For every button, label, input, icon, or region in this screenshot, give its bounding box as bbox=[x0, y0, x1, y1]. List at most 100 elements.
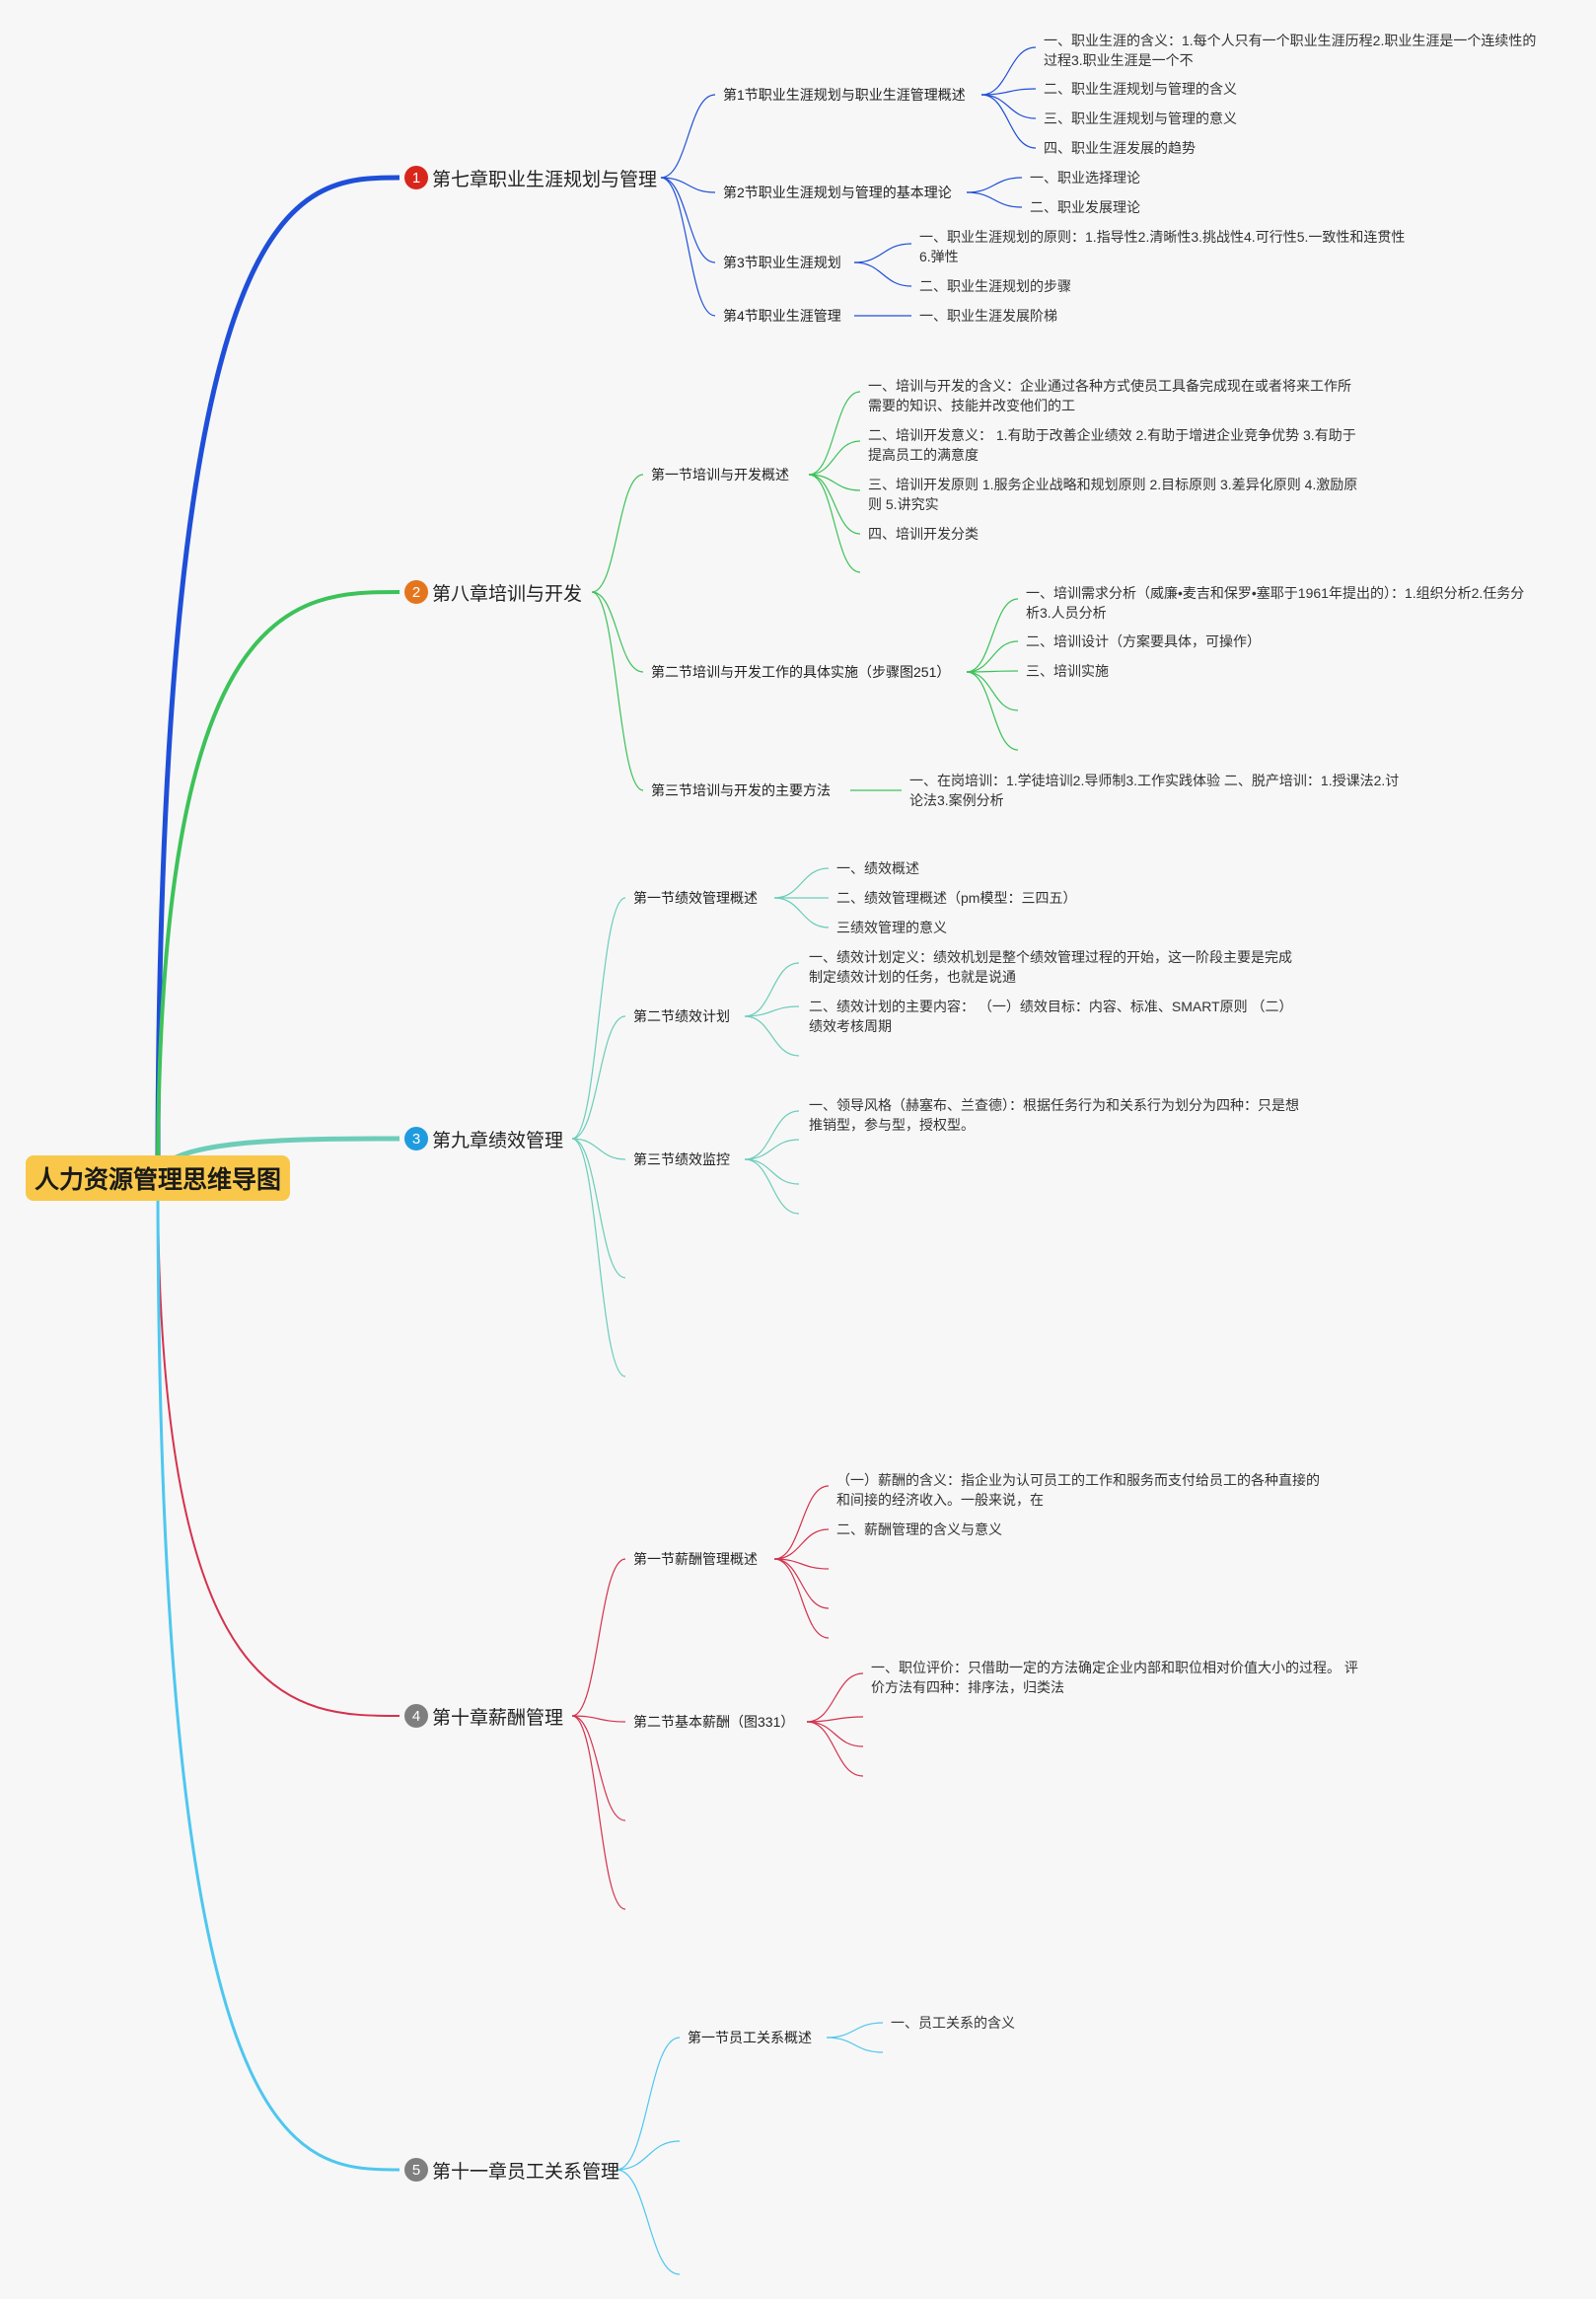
leaf-branch-line bbox=[773, 867, 830, 899]
leaf-branch-line bbox=[808, 440, 861, 476]
leaf-topic[interactable]: 三、培训开发原则 1.服务企业战略和规划原则 2.目标原则 3.差异化原则 4.… bbox=[868, 477, 1358, 512]
section-topic[interactable]: 第一节薪酬管理概述 bbox=[633, 1551, 758, 1567]
section-topic[interactable]: 第1节职业生涯规划与职业生涯管理概述 bbox=[723, 87, 966, 103]
leaf-branch-line bbox=[808, 474, 861, 491]
leaf-branch-line bbox=[966, 670, 1019, 673]
leaf-branch-line bbox=[773, 1558, 830, 1609]
leaf-branch-line bbox=[773, 1485, 830, 1560]
leaf-branch-line bbox=[744, 1110, 800, 1160]
section-branch-line bbox=[591, 591, 644, 673]
number-badge-icon: 4 bbox=[404, 1704, 428, 1728]
chapter-9-topic[interactable]: 3 第九章绩效管理 bbox=[404, 1121, 563, 1156]
chapter-11-topic[interactable]: 5 第十一章员工关系管理 bbox=[404, 2152, 619, 2188]
section-topic[interactable]: 第三节培训与开发的主要方法 bbox=[651, 782, 831, 798]
leaf-branch-line bbox=[966, 671, 1019, 711]
chapter-7-topic[interactable]: 1 第七章职业生涯规划与管理 bbox=[404, 160, 657, 195]
leaf-branch-line bbox=[806, 1672, 864, 1723]
chapter-label: 第九章绩效管理 bbox=[432, 1130, 564, 1151]
leaf-branch-line bbox=[744, 1158, 800, 1185]
section-topic[interactable]: 第二节培训与开发工作的具体实施（步骤图251） bbox=[651, 664, 951, 680]
leaf-topic[interactable]: 一、职业生涯发展阶梯 bbox=[919, 308, 1057, 324]
section-branch-line bbox=[660, 177, 716, 317]
leaf-branch-line bbox=[808, 391, 861, 476]
section-branch-line bbox=[591, 474, 644, 593]
section-branch-line bbox=[571, 1715, 626, 1910]
section-branch-line bbox=[571, 1715, 626, 1723]
chapter-10-topic[interactable]: 4 第十章薪酬管理 bbox=[404, 1698, 563, 1734]
leaf-branch-line bbox=[853, 261, 912, 287]
chapter-8-topic[interactable]: 2 第八章培训与开发 bbox=[404, 574, 582, 610]
leaf-topic[interactable]: 一、培训需求分析（威廉•麦吉和保罗•塞耶于1961年提出的）：1.组织分析2.任… bbox=[1026, 585, 1525, 621]
chapter-branch-line bbox=[156, 590, 400, 1179]
leaf-topic[interactable]: 三绩效管理的意义 bbox=[836, 920, 947, 935]
root-topic[interactable]: 人力资源管理思维导图 bbox=[26, 1155, 290, 1201]
section-branch-line bbox=[571, 1558, 626, 1717]
chapter-branch-line bbox=[155, 175, 400, 1179]
leaf-topic[interactable]: 一、职业生涯规划的原则：1.指导性2.清晰性3.挑战性4.可行性5.一致性和连贯… bbox=[919, 229, 1406, 264]
section-branch-line bbox=[616, 2169, 681, 2275]
leaf-branch-line bbox=[853, 243, 912, 263]
leaf-topic[interactable]: 二、培训设计（方案要具体，可操作） bbox=[1026, 633, 1261, 649]
leaf-topic[interactable]: （一）薪酬的含义：指企业为认可员工的工作和服务而支付给员工的各种直接的和间接的经… bbox=[836, 1472, 1320, 1508]
leaf-topic[interactable]: 三、培训实施 bbox=[1026, 663, 1109, 679]
leaf-topic[interactable]: 四、培训开发分类 bbox=[868, 526, 979, 542]
leaf-topic[interactable]: 一、职业选择理论 bbox=[1030, 170, 1140, 185]
leaf-branch-line bbox=[773, 1558, 830, 1639]
leaf-topic[interactable]: 二、薪酬管理的含义与意义 bbox=[836, 1521, 1002, 1537]
section-topic[interactable]: 第二节绩效计划 bbox=[633, 1008, 730, 1024]
number-badge-icon: 1 bbox=[404, 166, 428, 189]
section-branch-line bbox=[660, 177, 716, 193]
leaf-branch-line bbox=[806, 1721, 864, 1747]
section-topic[interactable]: 第一节员工关系概述 bbox=[688, 2030, 812, 2045]
section-branch-line bbox=[616, 2140, 681, 2171]
leaf-topic[interactable]: 二、绩效计划的主要内容： （一）绩效目标：内容、标准、SMART原则 （二）绩效… bbox=[809, 999, 1293, 1034]
chapter-label: 第十章薪酬管理 bbox=[432, 1707, 564, 1729]
section-branch-line bbox=[571, 1138, 626, 1279]
chapter-label: 第八章培训与开发 bbox=[432, 583, 583, 605]
section-topic[interactable]: 第3节职业生涯规划 bbox=[723, 255, 841, 270]
leaf-topic[interactable]: 一、领导风格（赫塞布、兰查德）：根据任务行为和关系行为划分为四种：只是想推销型，… bbox=[809, 1097, 1299, 1133]
section-topic[interactable]: 第4节职业生涯管理 bbox=[723, 308, 841, 324]
leaf-branch-line bbox=[966, 191, 1023, 208]
section-topic[interactable]: 第二节基本薪酬（图331） bbox=[633, 1714, 795, 1730]
leaf-topic[interactable]: 一、职业生涯的含义：1.每个人只有一个职业生涯历程2.职业生涯是一个连续性的过程… bbox=[1044, 33, 1537, 68]
leaf-topic[interactable]: 一、培训与开发的含义：企业通过各种方式使员工具备完成现在或者将来工作所需要的知识… bbox=[868, 378, 1351, 413]
chapter-branch-line bbox=[156, 1177, 400, 2172]
leaf-topic[interactable]: 二、职业发展理论 bbox=[1030, 199, 1140, 215]
section-branch-line bbox=[660, 94, 716, 179]
leaf-topic[interactable]: 二、绩效管理概述（pm模型：三四五） bbox=[836, 890, 1077, 906]
leaf-topic[interactable]: 二、职业生涯规划的步骤 bbox=[919, 278, 1071, 294]
leaf-branch-line bbox=[966, 598, 1019, 673]
leaf-topic[interactable]: 二、职业生涯规划与管理的含义 bbox=[1044, 81, 1237, 97]
leaf-branch-line bbox=[980, 46, 1037, 96]
chapter-label: 第十一章员工关系管理 bbox=[432, 2161, 620, 2183]
chapter-label: 第七章职业生涯规划与管理 bbox=[432, 169, 658, 190]
leaf-topic[interactable]: 三、职业生涯规划与管理的意义 bbox=[1044, 111, 1237, 126]
leaf-branch-line bbox=[826, 2037, 884, 2053]
section-branch-line bbox=[591, 591, 644, 791]
leaf-branch-line bbox=[773, 1558, 830, 1570]
section-topic[interactable]: 第一节培训与开发概述 bbox=[651, 467, 789, 482]
leaf-topic[interactable]: 四、职业生涯发展的趋势 bbox=[1044, 140, 1196, 156]
leaf-branch-line bbox=[744, 1139, 800, 1160]
leaf-topic[interactable]: 一、职位评价：只借助一定的方法确定企业内部和职位相对价值大小的过程。 评价方法有… bbox=[871, 1660, 1358, 1695]
section-topic[interactable]: 第2节职业生涯规划与管理的基本理论 bbox=[723, 185, 952, 200]
leaf-branch-line bbox=[773, 897, 830, 928]
section-branch-line bbox=[616, 2037, 681, 2171]
leaf-branch-line bbox=[966, 671, 1019, 751]
section-branch-line bbox=[571, 1138, 626, 1160]
leaf-branch-line bbox=[744, 1005, 800, 1017]
leaf-topic[interactable]: 一、在岗培训：1.学徒培训2.导师制3.工作实践体验 二、脱产培训：1.授课法2… bbox=[909, 773, 1400, 808]
leaf-branch-line bbox=[806, 1721, 864, 1777]
leaf-topic[interactable]: 一、绩效概述 bbox=[836, 860, 919, 876]
section-topic[interactable]: 第一节绩效管理概述 bbox=[633, 890, 758, 906]
leaf-branch-line bbox=[980, 94, 1037, 119]
leaf-topic[interactable]: 二、培训开发意义： 1.有助于改善企业绩效 2.有助于增进企业竞争优势 3.有助… bbox=[868, 427, 1356, 463]
section-branch-line bbox=[571, 897, 626, 1140]
leaf-branch-line bbox=[806, 1716, 864, 1723]
leaf-topic[interactable]: 一、绩效计划定义：绩效机划是整个绩效管理过程的开始，这一阶段主要是完成制定绩效计… bbox=[809, 949, 1292, 985]
section-branch-line bbox=[571, 1138, 626, 1377]
section-topic[interactable]: 第三节绩效监控 bbox=[633, 1151, 730, 1167]
leaf-topic[interactable]: 一、员工关系的含义 bbox=[891, 2015, 1015, 2031]
